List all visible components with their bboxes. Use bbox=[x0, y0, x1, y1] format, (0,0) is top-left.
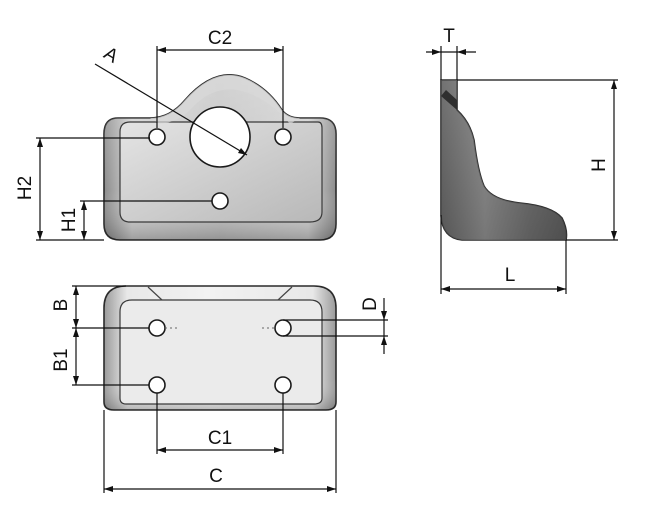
label-b: B bbox=[51, 299, 72, 312]
label-h2: H2 bbox=[15, 176, 36, 200]
label-c2: C2 bbox=[208, 28, 232, 49]
front-view bbox=[103, 74, 337, 241]
front-view-large-hole bbox=[189, 106, 251, 168]
top-view-hole-bottom-left bbox=[148, 376, 166, 394]
dimension-c2: C2 bbox=[156, 28, 284, 128]
top-view bbox=[103, 285, 337, 411]
label-h: H bbox=[589, 158, 610, 172]
top-view-fold-right bbox=[277, 286, 293, 301]
side-view-fold-edge bbox=[441, 90, 457, 110]
label-b1: B1 bbox=[51, 348, 72, 371]
dimension-c: C bbox=[103, 410, 337, 493]
dimension-l: L bbox=[440, 215, 567, 294]
side-view-shading bbox=[441, 80, 567, 240]
top-view-hole-bottom-right bbox=[274, 376, 292, 394]
front-view-hole-lower bbox=[211, 192, 229, 210]
top-view-hole-top-left bbox=[148, 319, 166, 337]
dimension-d: D bbox=[283, 297, 388, 354]
dimension-c1: C1 bbox=[156, 393, 284, 454]
front-view-tab-highlight bbox=[150, 74, 300, 124]
front-view-inner-face bbox=[119, 121, 323, 223]
front-view-hole-right bbox=[274, 128, 292, 146]
label-h1: H1 bbox=[59, 208, 80, 232]
dimension-b: B bbox=[51, 285, 149, 329]
top-view-hole-top-right bbox=[274, 319, 292, 337]
label-c: C bbox=[209, 466, 223, 487]
label-a: A bbox=[100, 43, 122, 68]
dimension-t: T bbox=[426, 26, 476, 80]
label-t: T bbox=[443, 26, 455, 47]
dimension-h: H bbox=[457, 79, 618, 241]
dimension-h1: H1 bbox=[59, 200, 212, 240]
label-d: D bbox=[360, 297, 381, 311]
top-view-fold-left bbox=[147, 286, 163, 301]
dimension-h2: H2 bbox=[15, 137, 150, 241]
front-view-hole-left bbox=[148, 128, 166, 146]
dimension-b1: B1 bbox=[51, 328, 149, 386]
label-c1: C1 bbox=[208, 428, 232, 449]
side-view bbox=[440, 79, 568, 241]
label-l: L bbox=[505, 265, 516, 286]
top-view-base-face bbox=[119, 299, 323, 405]
